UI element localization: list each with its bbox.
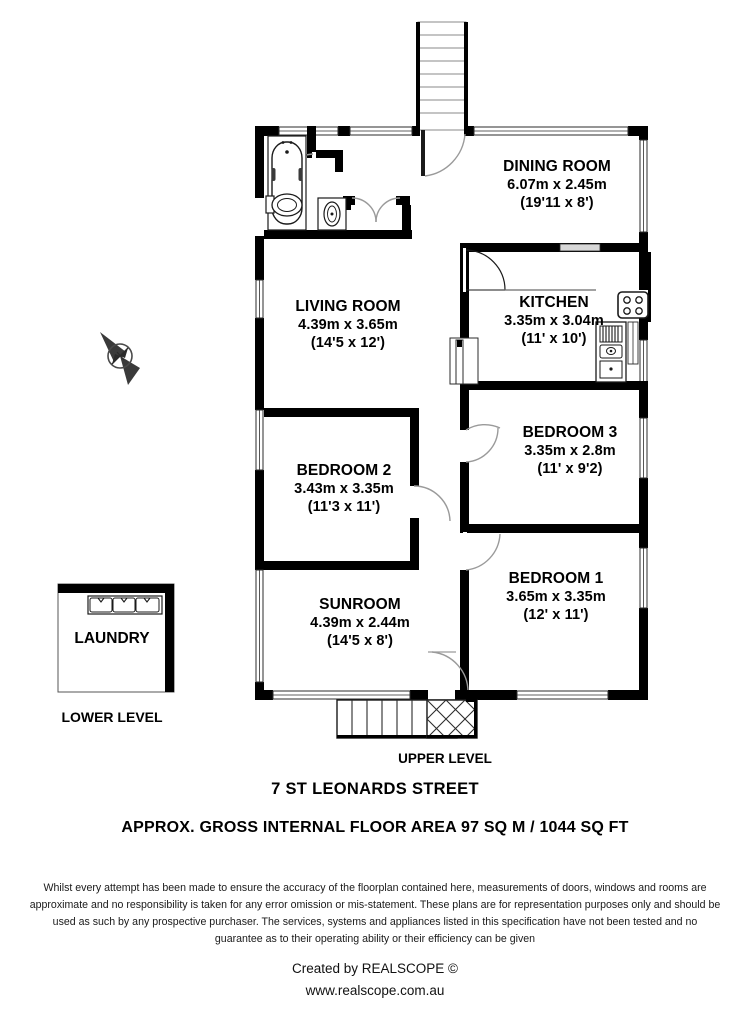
window-left-2	[255, 409, 264, 471]
window-bottom-bedroom1	[516, 690, 609, 700]
compass-rose-icon	[100, 332, 140, 385]
wash-basin-icon	[317, 197, 347, 231]
kitchen-sink-icon	[595, 321, 639, 383]
window-top-3	[473, 126, 629, 136]
door-front-entry	[428, 651, 469, 693]
room-imperial-bedroom-3: (11' x 9'2)	[537, 460, 603, 477]
window-bottom-sunroom	[272, 690, 411, 700]
room-dim-bedroom-2: 3.43m x 3.35m	[294, 480, 394, 497]
door-bedroom-3	[463, 424, 501, 463]
room-name-bedroom-1: BEDROOM 1	[508, 570, 604, 587]
room-dim-sunroom: 4.39m x 2.44m	[310, 614, 410, 631]
window-right-3	[639, 417, 648, 479]
room-imperial-bedroom-1: (12' x 11')	[523, 606, 589, 623]
room-imperial-dining-room: (19'11 x 8')	[520, 194, 594, 211]
floor-area-title: APPROX. GROSS INTERNAL FLOOR AREA 97 SQ …	[121, 819, 629, 836]
staircase-icon	[416, 21, 468, 131]
disclaimer-line-4: guarantee as to their operating ability …	[214, 933, 536, 946]
cooktop-icon	[617, 291, 649, 319]
window-right-1	[639, 139, 648, 233]
toilet-icon	[265, 193, 303, 217]
disclaimer-line-3: used as such by any prospective purchase…	[52, 916, 698, 929]
room-label-bedroom-2: BEDROOM 2 3.43m x 3.35m (11'3 x 11')	[260, 462, 428, 516]
porch-wall-stub	[466, 690, 477, 702]
room-name-living-room: LIVING ROOM	[295, 298, 401, 315]
door-bedroom-2	[413, 485, 451, 522]
room-name-sunroom: SUNROOM	[319, 596, 401, 613]
window-right-2	[639, 339, 648, 383]
lower-level-label: LOWER LEVEL	[61, 709, 163, 725]
disclaimer-line-2: approximate and no responsibility is tak…	[29, 899, 721, 912]
tiled-porch-icon	[426, 699, 478, 739]
laundry-tubs-icon	[87, 595, 163, 615]
door-dining-stair	[421, 130, 466, 177]
room-name-kitchen: KITCHEN	[519, 294, 589, 311]
door-bedroom-1	[463, 532, 501, 571]
room-dim-dining-room: 6.07m x 2.45m	[507, 176, 607, 193]
room-imperial-living-room: (14'5 x 12')	[310, 334, 386, 351]
door-wc-right	[375, 197, 401, 223]
disclaimer-text: Whilst every attempt has been made to en…	[0, 880, 750, 949]
door-kitchen	[463, 248, 506, 292]
room-label-living-room: LIVING ROOM 4.39m x 3.65m (14'5 x 12')	[258, 298, 438, 352]
doorway-kitchen-lower	[449, 337, 479, 385]
room-name-bedroom-2: BEDROOM 2	[296, 462, 392, 479]
room-dim-bedroom-1: 3.65m x 3.35m	[506, 588, 606, 605]
room-imperial-bedroom-2: (11'3 x 11')	[307, 498, 381, 515]
room-dim-kitchen: 3.35m x 3.04m	[504, 312, 604, 329]
page-title: 7 ST LEONARDS STREET	[271, 780, 479, 798]
room-label-dining-room: DINING ROOM 6.07m x 2.45m (19'11 x 8')	[462, 158, 652, 212]
room-label-sunroom: SUNROOM 4.39m x 2.44m (14'5 x 8')	[274, 596, 446, 650]
room-label-bedroom-3: BEDROOM 3 3.35m x 2.8m (11' x 9'2)	[484, 424, 656, 478]
window-left-1	[255, 279, 264, 319]
window-left-3	[255, 569, 264, 683]
room-label-kitchen: KITCHEN 3.35m x 3.04m (11' x 10')	[472, 294, 636, 348]
room-label-bedroom-1: BEDROOM 1 3.65m x 3.35m (12' x 11')	[468, 570, 644, 624]
room-imperial-kitchen: (11' x 10')	[521, 330, 587, 347]
room-name-bedroom-3: BEDROOM 3	[522, 424, 618, 441]
room-label-laundry: LAUNDRY	[74, 630, 150, 647]
created-by-text: Created by REALSCOPE ©	[291, 961, 458, 976]
doors	[271, 130, 506, 693]
room-dim-bedroom-3: 3.35m x 2.8m	[524, 442, 616, 459]
credit-block: Created by REALSCOPE © www.realscope.com…	[0, 958, 750, 1001]
window-kitchen-top	[559, 243, 601, 252]
disclaimer-line-1: Whilst every attempt has been made to en…	[43, 882, 707, 894]
door-wc-left	[351, 197, 377, 223]
room-name-dining-room: DINING ROOM	[503, 158, 611, 175]
window-right-4	[639, 547, 648, 609]
window-top-2	[349, 126, 413, 136]
website-text: www.realscope.com.au	[305, 982, 445, 998]
room-dim-living-room: 4.39m x 3.65m	[298, 316, 398, 333]
upper-level-label: UPPER LEVEL	[398, 751, 492, 766]
room-imperial-sunroom: (14'5 x 8')	[326, 632, 394, 649]
